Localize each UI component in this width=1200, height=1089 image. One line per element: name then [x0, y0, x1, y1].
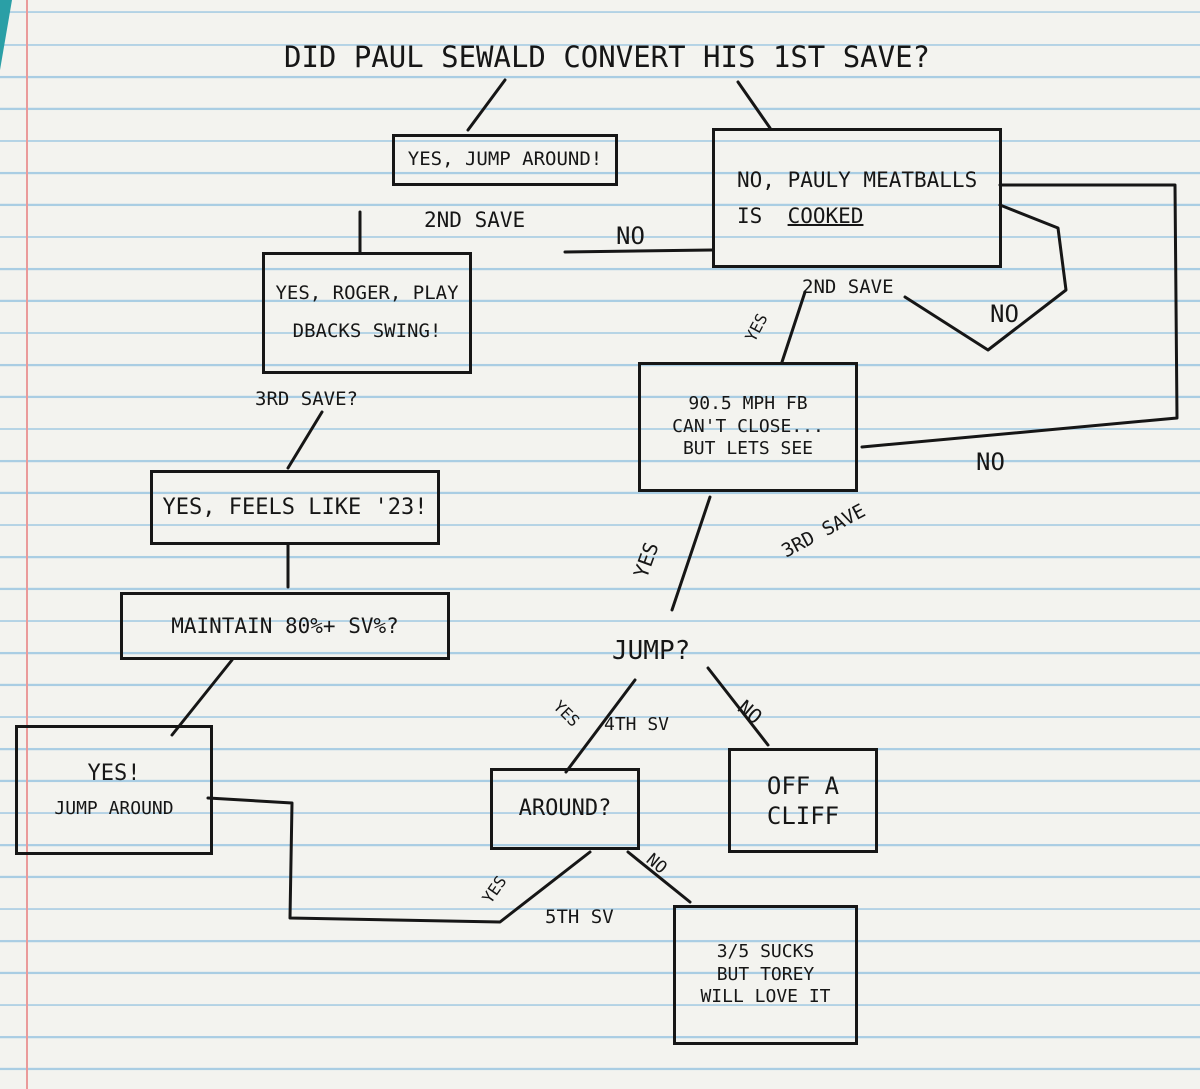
node-no-pauly-line1: NO, PAULY MEATBALLS: [737, 167, 978, 192]
node-roger-line1: YES, ROGER, PLAY: [275, 282, 459, 305]
connector-no-line: [563, 248, 714, 254]
connector-no-loop: [903, 203, 1068, 352]
connector-maintain-to-yes: [170, 658, 234, 737]
node-yes-jump-around-label: YES, JUMP AROUND!: [407, 148, 603, 171]
connector-fastball-no-loop: [860, 183, 1179, 449]
connector-no-to-fastball: [780, 290, 807, 364]
node-feels-like-23: YES, FEELS LIKE '23!: [150, 470, 440, 545]
node-feels-like-23-label: YES, FEELS LIKE '23!: [162, 494, 428, 520]
node-maintain-sv-label: MAINTAIN 80%+ SV%?: [171, 613, 399, 638]
connector-yes-to-around: [206, 796, 592, 924]
node-maintain-sv: MAINTAIN 80%+ SV%?: [120, 592, 450, 660]
node-yes-roger-play: YES, ROGER, PLAY DBACKS SWING!: [262, 252, 472, 374]
connector-roger-to-feels: [286, 410, 324, 470]
node-no-pauly-cooked: COOKED: [787, 204, 864, 228]
margin-line: [26, 0, 28, 1089]
node-sucks-line2: BUT TOREY: [716, 963, 815, 985]
label-4th-sv: 4TH SV: [604, 714, 670, 735]
node-around-question: AROUND?: [490, 768, 640, 850]
node-no-pauly-meatballs: NO, PAULY MEATBALLS IS COOKED: [712, 128, 1002, 268]
node-off-a-cliff: OFF A CLIFF: [728, 748, 878, 853]
node-no-pauly-is: IS: [737, 204, 763, 228]
connector-around-to-sucks: [626, 850, 692, 904]
node-fastball-line3: BUT LETS SEE: [682, 438, 814, 460]
node-no-pauly-line2: IS COOKED: [737, 203, 863, 229]
node-fastball-line1: 90.5 MPH FB: [688, 393, 808, 415]
node-sucks: 3/5 SUCKS BUT TOREY WILL LOVE IT: [673, 905, 858, 1045]
node-yes-jump-around: YES, JUMP AROUND!: [392, 134, 618, 186]
node-cliff-line1: OFF A: [766, 771, 840, 800]
label-no-loop: NO: [990, 300, 1019, 328]
label-5th-sv: 5TH SV: [545, 906, 614, 928]
label-no-left: NO: [616, 222, 645, 250]
node-yes-jump-around-2: YES! JUMP AROUND: [15, 725, 213, 855]
label-2nd-save-left: 2ND SAVE: [424, 208, 526, 232]
connector-jump-to-cliff: [706, 666, 770, 747]
label-3rd-save-question: 3RD SAVE?: [255, 388, 358, 410]
node-around-question-label: AROUND?: [518, 796, 612, 822]
node-sucks-line3: WILL LOVE IT: [700, 986, 831, 1008]
node-sucks-line1: 3/5 SUCKS: [716, 941, 815, 963]
connector-jump-to-around: [564, 678, 637, 774]
node-fastball: 90.5 MPH FB CAN'T CLOSE... BUT LETS SEE: [638, 362, 858, 492]
node-cliff-line2: CLIFF: [766, 801, 840, 830]
node-roger-line2: DBACKS SWING!: [292, 320, 442, 342]
label-no-fastball: NO: [976, 448, 1005, 476]
node-fastball-line2: CAN'T CLOSE...: [672, 415, 824, 437]
connector-title-to-no: [736, 80, 772, 130]
connector-title-to-yes: [466, 78, 507, 132]
connector-fastball-to-jump: [670, 495, 712, 612]
label-jump-question: JUMP?: [612, 636, 691, 666]
label-2nd-save-right: 2ND SAVE: [802, 276, 894, 298]
node-yes2-line2: JUMP AROUND: [54, 797, 174, 819]
node-yes2-line1: YES!: [87, 761, 141, 786]
teal-surface-corner: [0, 0, 12, 70]
flowchart-title: DID PAUL SEWALD CONVERT HIS 1ST SAVE?: [284, 40, 931, 74]
